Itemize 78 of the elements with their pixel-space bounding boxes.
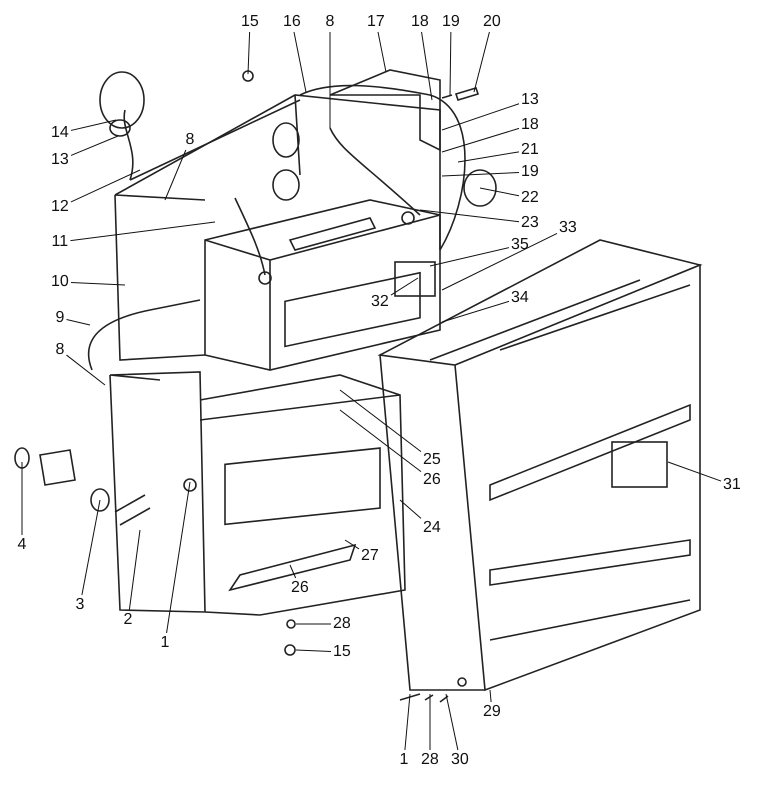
callout-number: 28 [332,615,352,633]
callout-number: 18 [520,116,540,134]
callout-number: 8 [324,13,336,31]
callout-number: 34 [510,289,530,307]
leader-line [70,282,126,286]
callout-number: 23 [520,214,540,232]
callout-number: 29 [482,703,502,721]
callout-number: 21 [520,141,540,159]
leader-line [430,247,510,266]
callout-number: 32 [370,293,390,311]
leader-line [344,540,360,550]
callout-number: 35 [510,236,530,254]
leader-line [81,500,100,596]
leader-line [70,222,216,242]
leader-line [446,694,458,750]
callout-number: 4 [16,536,28,554]
callout-number: 26 [290,579,310,597]
leader-line [390,278,418,296]
callout-number: 15 [332,643,352,661]
callout-number: 8 [54,341,66,359]
callout-number: 15 [240,13,260,31]
leader-line [480,188,520,196]
leader-line [668,462,722,482]
leader-line [128,530,140,610]
leader-line [442,172,520,176]
leader-line [442,128,520,152]
callout-number: 31 [722,476,742,494]
callout-number: 10 [50,273,70,291]
leader-line [340,390,422,452]
callout-number: 16 [282,13,302,31]
callout-number: 19 [441,13,461,31]
leader-line [66,319,90,326]
callout-number: 19 [520,163,540,181]
callout-number: 1 [160,634,170,652]
callout-number: 3 [74,596,86,614]
leader-line [378,32,386,72]
leader-line [442,232,558,290]
callout-number: 11 [50,233,70,251]
leader-line [458,151,520,162]
callout-number: 18 [410,13,430,31]
leader-line [70,170,140,202]
callout-number: 30 [450,751,470,769]
callout-number: 9 [54,309,66,327]
leader-line [296,650,332,652]
callout-number: 2 [122,611,134,629]
leader-line [164,150,186,200]
callout-number: 1 [398,751,410,769]
callout-number: 8 [184,131,196,149]
leader-line [474,32,490,92]
callout-number: 14 [50,124,70,142]
leader-line [70,136,118,156]
callout-number: 25 [422,451,442,469]
leader-line [404,694,410,750]
callout-number: 17 [366,13,386,31]
callout-number: 33 [558,219,578,237]
leader-line [442,103,520,130]
leader-line [490,690,492,702]
leader-line [66,354,106,386]
leader-line [450,32,452,96]
leader-line [442,300,510,322]
callout-number: 13 [520,91,540,109]
callout-number: 28 [420,751,440,769]
leader-line [421,32,432,100]
leader-line [294,32,306,92]
leader-line [166,482,190,634]
callout-number: 24 [422,519,442,537]
callout-number: 20 [482,13,502,31]
leader-line [420,210,520,222]
leader-line [248,32,250,74]
leader-line [290,564,296,578]
callout-number: 12 [50,198,70,216]
callout-number: 27 [360,547,380,565]
leader-line [340,410,422,472]
callout-number: 26 [422,471,442,489]
callout-number: 22 [520,189,540,207]
callout-number: 13 [50,151,70,169]
leader-line [400,500,422,519]
leader-line [70,120,116,131]
